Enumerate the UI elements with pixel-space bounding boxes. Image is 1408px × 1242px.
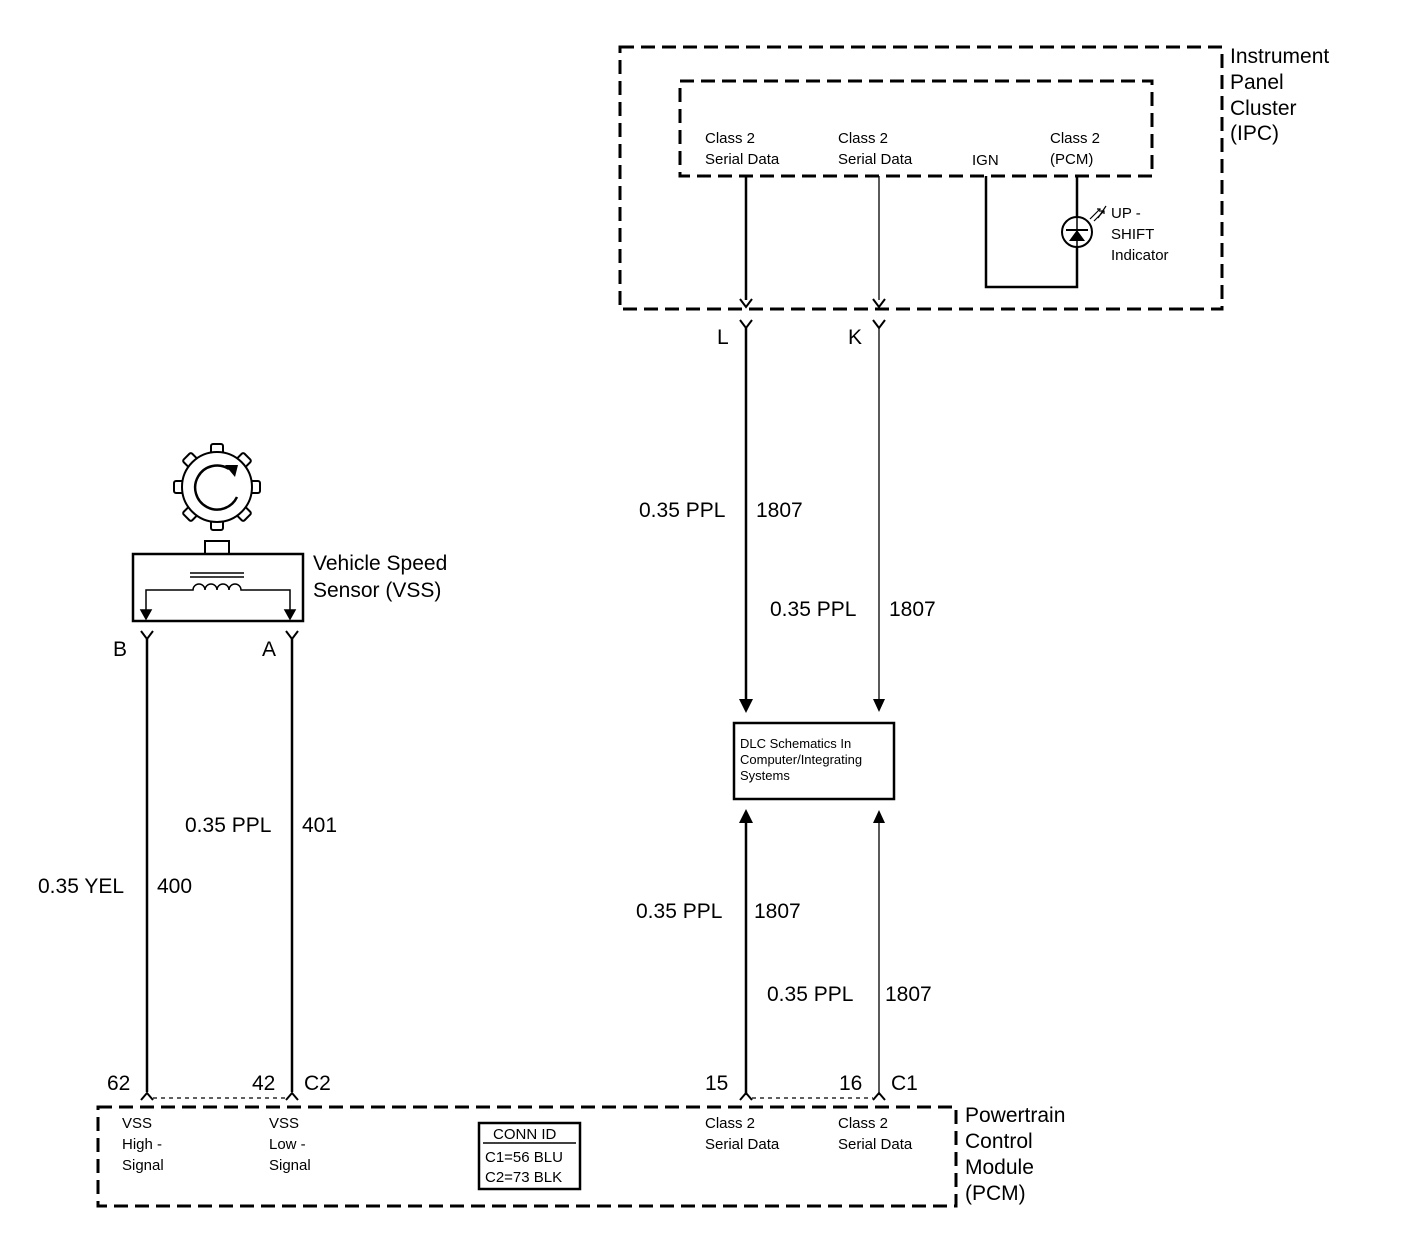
light-rays-icon	[1089, 205, 1107, 222]
upshift-indicator-label: UP - SHIFT Indicator	[1111, 205, 1169, 264]
pcm-pin-42: 42	[252, 1072, 275, 1095]
dlc-box	[732, 721, 896, 801]
pcm-pin-label-15: Class 2 Serial Data	[705, 1115, 780, 1153]
ipc-pin-label-2: Class 2 Serial Data	[838, 130, 913, 168]
wire-label-400-circuit: 400	[157, 875, 192, 898]
pcm-boundary	[96, 1105, 958, 1208]
conn-id-c1: C1=56 BLU	[485, 1149, 563, 1166]
pcm-pin-label-vss-high: VSS High - Signal	[122, 1115, 166, 1174]
wire-label-k-circuit: 1807	[889, 598, 936, 621]
pcm-pin-62: 62	[107, 1072, 130, 1095]
wire-label-15-gauge: 0.35 PPL	[636, 900, 722, 923]
pcm-pin-16: 16	[839, 1072, 862, 1095]
pcm-pin-label-vss-low: VSS Low - Signal	[269, 1115, 311, 1174]
reluctor-wheel-icon	[173, 443, 261, 531]
pcm-connector-c1: C1	[891, 1072, 918, 1095]
pcm-connector-c2: C2	[304, 1072, 331, 1095]
dlc-box-text: DLC Schematics In Computer/Integrating S…	[740, 736, 866, 783]
ipc-pin-label-4: Class 2 (PCM)	[1050, 130, 1104, 168]
ipc-title: Instrument Panel Cluster (IPC)	[1230, 45, 1335, 145]
conn-id-box	[477, 1121, 582, 1191]
wire-label-16-gauge: 0.35 PPL	[767, 983, 853, 1006]
wire-label-l-circuit: 1807	[756, 499, 803, 522]
pcm-pin-label-16: Class 2 Serial Data	[838, 1115, 913, 1153]
wire-label-k-gauge: 0.35 PPL	[770, 598, 856, 621]
ipc-pin-label-1: Class 2 Serial Data	[705, 130, 780, 168]
vss-pin-letter-a: A	[262, 638, 276, 661]
ipc-inner-boundary	[678, 79, 1154, 178]
wire-label-l-gauge: 0.35 PPL	[639, 499, 725, 522]
conn-id-header: CONN ID	[493, 1126, 557, 1143]
wire-label-401-gauge: 0.35 PPL	[185, 814, 271, 837]
conn-id-c2: C2=73 BLK	[485, 1169, 562, 1186]
vss-title: Vehicle Speed Sensor (VSS)	[313, 552, 453, 602]
ipc-pin-label-ign: IGN	[972, 152, 999, 169]
wire-label-401-circuit: 401	[302, 814, 337, 837]
wire-label-16-circuit: 1807	[885, 983, 932, 1006]
wire-label-15-circuit: 1807	[754, 900, 801, 923]
vss-pin-letter-b: B	[113, 638, 127, 661]
pcm-title: Powertrain Control Module (PCM)	[965, 1104, 1071, 1205]
vss-coil-icon	[139, 572, 297, 621]
wire-label-400-gauge: 0.35 YEL	[38, 875, 124, 898]
vss-stem	[204, 540, 230, 555]
ipc-connector-letter-l: L	[717, 326, 729, 349]
ipc-connector-letter-k: K	[848, 326, 862, 349]
pcm-pin-15: 15	[705, 1072, 728, 1095]
ipc-outer-boundary	[618, 45, 1224, 311]
